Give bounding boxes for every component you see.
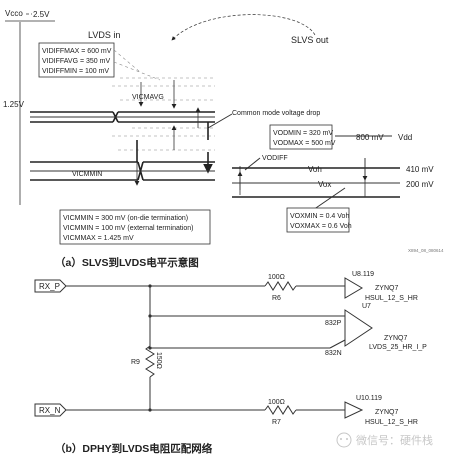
u10-part: ZYNQ7	[375, 409, 398, 416]
u8-buffer	[344, 277, 363, 299]
u7-n-pin: 832N	[325, 350, 342, 357]
r6-label: R6	[272, 295, 281, 302]
vox-value: 200 mV	[406, 180, 434, 189]
level-diagram: Vcco 2.5V LVDS in SLVS out VIDIFFMAX = 6…	[3, 9, 444, 253]
r7-label: R7	[272, 419, 281, 426]
wechat-icon-eye-left	[340, 438, 342, 440]
ox-max: VOXMAX = 0.6 Voh	[290, 223, 352, 230]
r9-value: 150Ω	[155, 352, 162, 369]
rx-p-label: RX_P	[39, 282, 60, 291]
r9-label: R9	[131, 359, 140, 366]
lvds-in-label: LVDS in	[88, 30, 120, 40]
u8-part: ZYNQ7	[375, 285, 398, 292]
idiff-leader-1	[113, 49, 141, 73]
r9-resistor	[145, 345, 155, 378]
cm-drop-label: Common mode voltage drop	[232, 110, 320, 117]
od-max: VODMAX = 500 mV	[273, 140, 336, 147]
idiff-avg: VIDIFFAVG = 350 mV	[42, 58, 110, 65]
rx-p-port	[34, 279, 67, 293]
ox-spec-box	[286, 207, 350, 233]
icm-min-external: VICMMIN = 100 mV (external termination)	[63, 225, 194, 232]
r6-value: 100Ω	[268, 274, 285, 281]
idiff-max: VIDIFFMAX = 600 mV	[42, 48, 112, 55]
vcco-label: Vcco	[5, 9, 23, 18]
watermark-text: 微信号：硬件栈	[356, 433, 433, 447]
vodiff-label: VODIFF	[262, 155, 288, 162]
u7-p-pin: 832P	[325, 320, 342, 327]
caption-b: （b）DPHY到LVDS电阻匹配网络	[55, 442, 213, 455]
cm-drop-leader	[207, 113, 233, 129]
node-bottom	[148, 408, 152, 412]
rx-n-port	[34, 403, 67, 417]
u7-std: LVDS_25_HR_I_P	[369, 344, 427, 351]
voh-value: 410 mV	[406, 165, 434, 174]
icmmin-label: VICMMIN	[72, 171, 102, 178]
voh-label: Voh	[308, 165, 322, 174]
u7-receiver	[344, 309, 373, 347]
r7-value: 100Ω	[268, 399, 285, 406]
u7-part: ZYNQ7	[384, 335, 407, 342]
u10-buffer	[344, 401, 364, 419]
u10-pin: U10.119	[356, 395, 382, 402]
icm-spec-box	[59, 209, 211, 245]
u7-n-stub	[329, 339, 346, 349]
resistor-network: RX_P 100Ω R6 U8.119 ZYNQ7 HSUL_12_S_HR R…	[34, 271, 427, 426]
vdd-label: Vdd	[398, 133, 412, 142]
wechat-icon-eye-right	[346, 438, 348, 440]
idiff-min: VIDIFFMIN = 100 mV	[42, 68, 109, 75]
u8-std: HSUL_12_S_HR	[365, 295, 418, 302]
r7-resistor	[264, 405, 297, 415]
u7-label: U7	[362, 303, 371, 310]
idiff-leader-2	[113, 61, 161, 81]
node-n	[148, 346, 152, 350]
icmavg-label: VICMAVG	[132, 94, 164, 101]
slvs-out-label: SLVS out	[291, 35, 329, 45]
ox-min: VOXMIN = 0.4 Voh	[290, 213, 349, 220]
caption-a: （a）SLVS到LVDS电平示意图	[55, 256, 199, 269]
icm-min-ondie: VICMMIN = 300 mV (on-die termination)	[63, 215, 188, 222]
v25-label: 2.5V	[33, 10, 50, 19]
r6-resistor	[264, 281, 297, 291]
conversion-arrow	[171, 14, 316, 41]
rx-n-label: RX_N	[39, 406, 61, 415]
figure-id: X894_08_080614	[408, 248, 444, 253]
watermark: 微信号：硬件栈	[336, 432, 433, 448]
v125-label: 1.25V	[3, 100, 25, 109]
icm-max: VICMMAX = 1.425 mV	[63, 235, 134, 242]
u10-std: HSUL_12_S_HR	[365, 419, 418, 426]
node-p	[148, 314, 152, 318]
vox-label: Vox	[318, 180, 331, 189]
od-spec-box	[269, 124, 333, 150]
vdd-value: 800 mV	[356, 133, 384, 142]
od-min: VODMIN = 320 mV	[273, 130, 333, 137]
u8-pin: U8.119	[352, 271, 374, 278]
wechat-icon	[336, 432, 352, 448]
idiff-spec-box	[38, 42, 115, 78]
